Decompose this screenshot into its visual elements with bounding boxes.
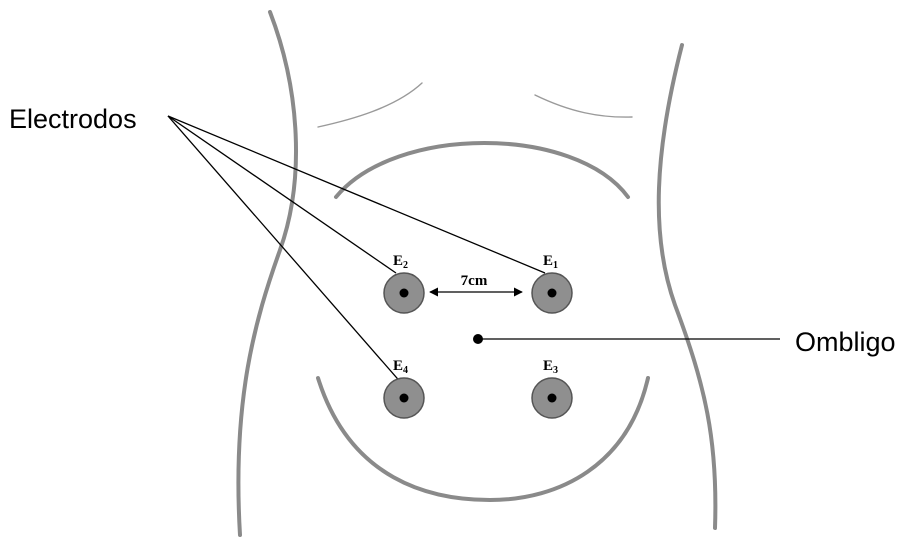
- electrode-e1-label: E1: [543, 253, 558, 271]
- electrode-e2: E2: [384, 253, 424, 313]
- leader-line-e4: [168, 116, 403, 385]
- left-chest-fold: [318, 83, 422, 127]
- electrode-e4-label: E4: [393, 358, 408, 376]
- right-chest-fold: [535, 95, 632, 117]
- torso-left-outline: [238, 12, 296, 535]
- electrode-e3-label: E3: [543, 358, 558, 376]
- torso-right-outline: [659, 45, 716, 528]
- electrodes-label: Electrodos: [9, 104, 137, 134]
- electrode-e3: E3: [532, 358, 572, 418]
- electrode-e4: E4: [384, 358, 424, 418]
- navel-dot: [473, 334, 483, 344]
- navel-label: Ombligo: [795, 327, 896, 357]
- leader-line-e1: [168, 116, 545, 273]
- electrode-e2-label: E2: [393, 253, 408, 271]
- electrode-e1: E1: [532, 253, 572, 313]
- distance-label: 7cm: [461, 273, 488, 289]
- upper-abdomen-arc: [336, 143, 628, 197]
- lower-abdomen-arc: [318, 378, 648, 500]
